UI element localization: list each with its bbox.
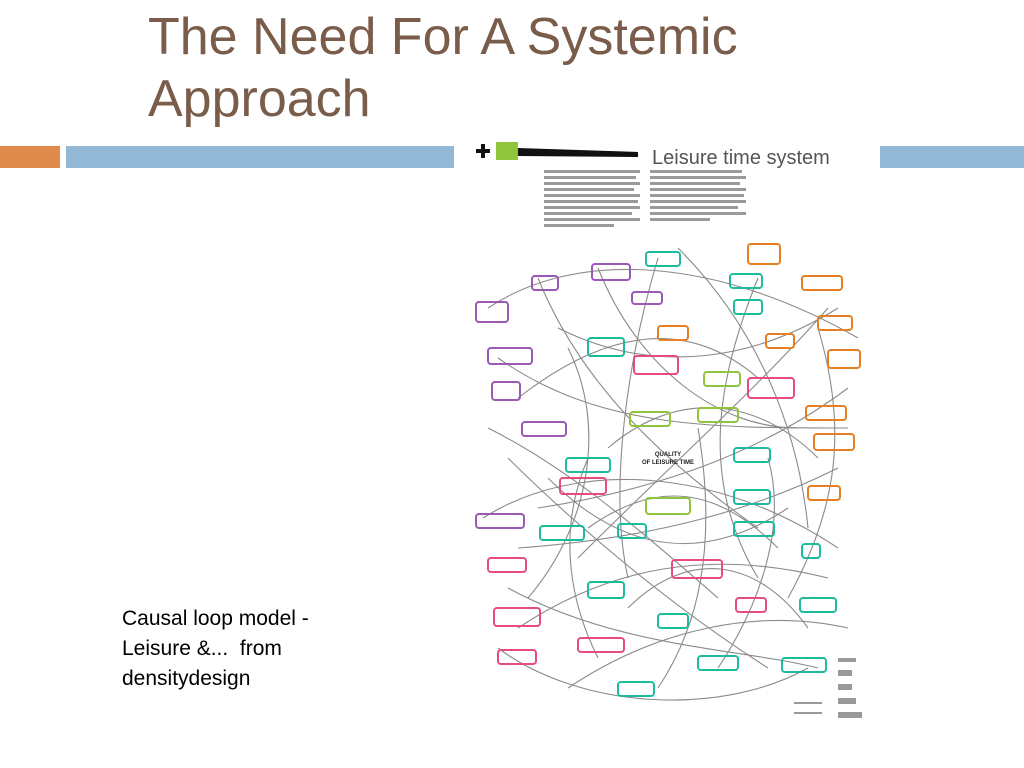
poster-intro-text <box>544 170 746 227</box>
poster-heading: Leisure time system <box>652 147 830 169</box>
causal-loop-arrows <box>482 247 859 701</box>
poster-header: Leisure time system <box>476 142 830 169</box>
accent-bar-orange <box>0 146 60 168</box>
poster-legend <box>794 658 862 718</box>
slide-title: The Need For A Systemic Approach <box>148 8 738 128</box>
caption-line-1: Causal loop model - <box>122 607 309 630</box>
accent-bar-blue-left <box>66 146 454 168</box>
causal-loop-poster-image: Leisure time system <box>458 128 878 733</box>
accent-bar-blue-right <box>880 146 1024 168</box>
caption-line-3: densitydesign <box>122 667 251 690</box>
center-label-line-1: QUALITY <box>655 452 681 458</box>
poster-center-label: QUALITY OF LEISURE TIME <box>642 452 694 466</box>
center-label-line-2: OF LEISURE TIME <box>642 460 694 466</box>
caption-line-2: Leisure &... from <box>122 637 282 660</box>
image-caption: Causal loop model - Leisure &... from de… <box>122 604 382 694</box>
causal-loop-nodes <box>475 243 861 697</box>
